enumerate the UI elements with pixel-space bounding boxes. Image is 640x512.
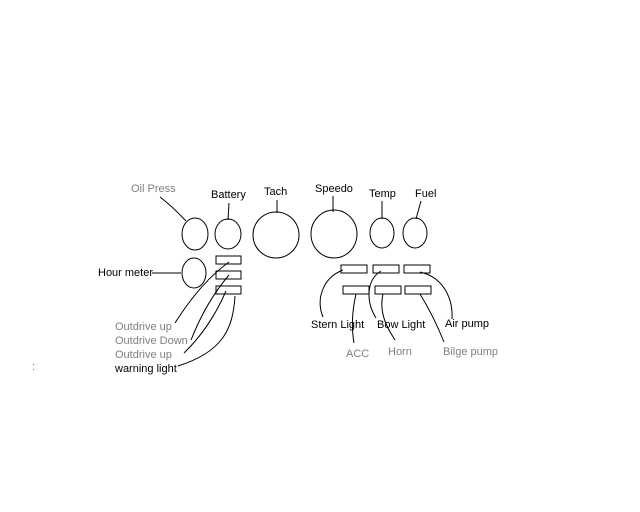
right-switch-top-1 (340, 264, 368, 274)
outdrive-up-2-leader (183, 290, 227, 354)
right-switch-bottom-2 (374, 285, 402, 295)
outdrive-down-label: Outdrive Down (115, 335, 188, 347)
right-switch-bottom-3 (404, 285, 432, 295)
temp-label: Temp (369, 188, 396, 200)
battery-label: Battery (211, 189, 246, 201)
bilge-pump-leader (419, 293, 445, 343)
stray-mark: : (32, 361, 35, 373)
acc-leader (351, 293, 357, 344)
outdrive-up-1-leader (174, 261, 230, 324)
fuel-leader (415, 200, 422, 220)
temp-gauge (369, 217, 395, 249)
right-switch-top-3 (403, 264, 431, 274)
speedo-label: Speedo (315, 183, 353, 195)
horn-label: Horn (388, 346, 412, 358)
battery-gauge (214, 218, 242, 250)
left-switch-3 (215, 285, 242, 295)
bow-light-label: Bow Light (377, 319, 425, 331)
hour-meter-label: Hour meter (98, 267, 153, 279)
fuel-label: Fuel (415, 188, 436, 200)
warning-light-leader (177, 295, 236, 367)
acc-label: ACC (346, 348, 369, 360)
left-switch-2 (215, 270, 242, 280)
air-pump-label: Air pump (445, 318, 489, 330)
right-switch-top-2 (372, 264, 400, 274)
bow-light-leader (368, 270, 382, 319)
oil-press-label: Oil Press (131, 183, 176, 195)
oil-press-gauge (181, 217, 209, 251)
tach-gauge (252, 211, 300, 259)
bilge-pump-label: Bilge pump (443, 346, 498, 358)
horn-leader (381, 293, 396, 341)
warning-light-label: warning light (114, 363, 177, 375)
air-pump-leader (419, 271, 453, 320)
left-switch-1 (215, 255, 242, 265)
battery-leader (227, 202, 230, 221)
fuel-gauge (402, 217, 428, 249)
hour-meter-gauge (181, 257, 207, 289)
oil-press-leader (159, 196, 187, 222)
outdrive-up-2-label: Outdrive up (115, 349, 172, 361)
right-switch-bottom-1 (342, 285, 370, 295)
outdrive-up-1-label: Outdrive up (115, 321, 172, 333)
speedo-gauge (310, 209, 358, 259)
outdrive-down-leader (190, 274, 230, 341)
stern-light-label: Stern Light (311, 319, 364, 331)
stern-light-leader (319, 269, 344, 318)
tach-label: Tach (264, 186, 287, 198)
